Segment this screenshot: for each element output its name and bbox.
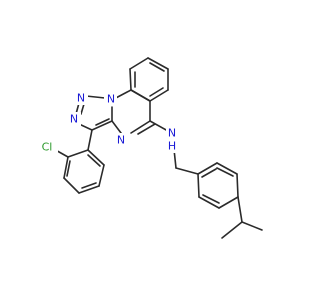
bond-inner — [202, 194, 220, 204]
atom-n1: N — [107, 93, 115, 106]
molecule-canvas: N N N N N H Cl — [38, 57, 263, 239]
bond — [63, 156, 69, 179]
atom-n2: N — [77, 92, 85, 105]
bond — [78, 123, 93, 131]
benzo-ring — [129, 57, 169, 102]
bond — [241, 221, 263, 231]
bond — [197, 162, 218, 175]
bond — [147, 57, 169, 70]
bond — [91, 120, 113, 131]
bond-inner — [137, 123, 156, 135]
bond — [236, 173, 239, 198]
benzyl-ring — [197, 162, 239, 209]
atom-labels: N N N N N H Cl — [38, 91, 179, 154]
bond — [63, 177, 80, 194]
bond-inner — [149, 87, 164, 97]
atom-nh-h: H — [168, 140, 176, 153]
bond-inner — [81, 182, 97, 189]
bond — [216, 162, 238, 175]
bond — [198, 196, 220, 209]
bond — [175, 167, 199, 175]
bond — [85, 95, 106, 99]
bond — [149, 120, 169, 132]
bond — [237, 196, 243, 223]
bond — [87, 129, 93, 151]
bond — [98, 164, 105, 187]
bond-inner — [216, 167, 234, 177]
chlorophenyl-ring — [51, 147, 105, 194]
atom-nh-n: N — [168, 127, 176, 140]
bond-inner — [66, 160, 71, 177]
bond — [67, 149, 89, 158]
bond — [221, 221, 243, 239]
bond — [149, 89, 169, 102]
atom-cl: Cl — [42, 141, 53, 154]
bond — [197, 173, 200, 198]
bond-inner — [80, 103, 85, 115]
bond — [129, 68, 132, 91]
bond — [130, 120, 151, 134]
bond-inner — [95, 118, 110, 126]
bond — [129, 57, 149, 70]
pyrimidine-ring — [111, 89, 156, 138]
bond — [87, 149, 105, 166]
bond-inner — [87, 154, 101, 167]
bond — [218, 196, 239, 209]
bond — [78, 185, 100, 194]
bond-inner — [201, 168, 217, 178]
structure-diagram: N N N N N H Cl — [38, 57, 263, 239]
atom-n3: N — [70, 113, 78, 126]
bond — [130, 89, 151, 102]
bond-inner — [149, 62, 165, 72]
atom-n4: N — [117, 134, 125, 147]
